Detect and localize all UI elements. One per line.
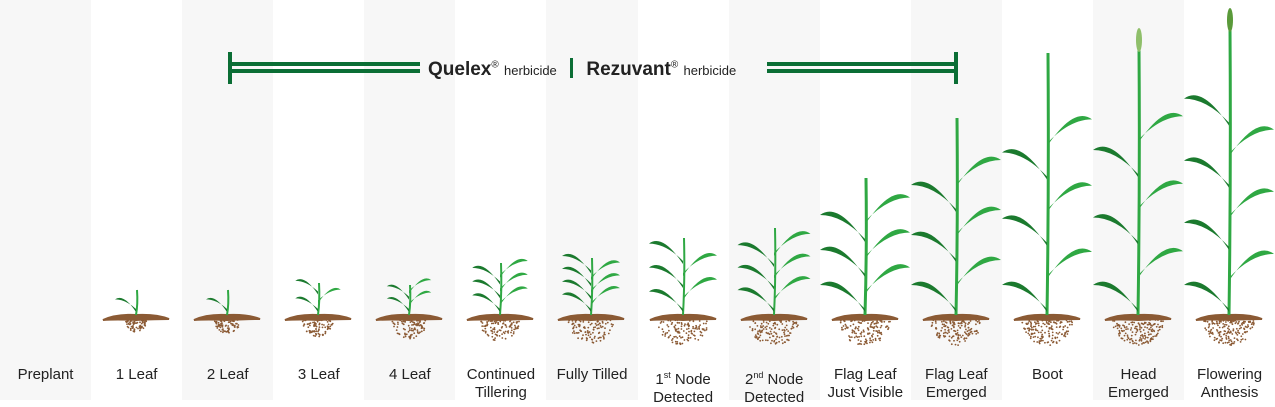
stage-column: Boot xyxy=(1002,0,1093,400)
stage-label-line1: 3 Leaf xyxy=(298,366,340,383)
stage-label-line1: Head xyxy=(1121,366,1157,383)
stage-label-line1: Continued xyxy=(467,366,535,383)
wheat-plant-illustration xyxy=(1184,0,1275,360)
herbicide-application-window: Quelex® herbicide Rezuvant® herbicide xyxy=(228,52,960,86)
stage-label-line1: Flag Leaf xyxy=(834,366,897,383)
stage-label-line2: Just Visible xyxy=(827,384,903,401)
stage-label-line1: Flowering xyxy=(1197,366,1262,383)
stage-label-line2: Emerged xyxy=(926,384,987,401)
stage-label: Boot xyxy=(1002,366,1093,384)
stage-label-line1: Flag Leaf xyxy=(925,366,988,383)
wheat-plant-illustration xyxy=(1002,0,1093,360)
stage-label-line1: 2 Leaf xyxy=(207,366,249,383)
stage-label: Preplant xyxy=(0,366,91,384)
stage-label: ContinuedTillering xyxy=(455,366,546,402)
window-end-cap xyxy=(954,52,958,84)
wheat-plant-illustration xyxy=(1093,0,1184,360)
stage-label-line2: Emerged xyxy=(1108,384,1169,401)
stage-label-line1: Preplant xyxy=(18,366,74,383)
stage-label: Fully Tilled xyxy=(546,366,637,384)
herbicide-names: Quelex® herbicide Rezuvant® herbicide xyxy=(428,58,736,81)
registered-mark: ® xyxy=(671,60,678,71)
stage-column: FloweringAnthesis xyxy=(1184,0,1275,400)
window-bar-right xyxy=(767,62,955,73)
stage-label: HeadEmerged xyxy=(1093,366,1184,402)
wheat-plant-illustration xyxy=(91,0,182,360)
registered-mark: ® xyxy=(491,60,498,71)
stage-column: HeadEmerged xyxy=(1093,0,1184,400)
product1-suffix: herbicide xyxy=(504,63,557,78)
stage-label: 4 Leaf xyxy=(364,366,455,384)
ordinal-suffix: st xyxy=(664,370,671,380)
stage-label-line1: 4 Leaf xyxy=(389,366,431,383)
stage-number: 1 xyxy=(655,371,663,388)
stage-column: Preplant xyxy=(0,0,91,400)
stage-label: 1 Leaf xyxy=(91,366,182,384)
stage-label-line2: Anthesis xyxy=(1201,384,1259,401)
ordinal-suffix: nd xyxy=(753,370,763,380)
stage-label: 2 Leaf xyxy=(182,366,273,384)
stage-label-line2: Detected xyxy=(653,389,713,406)
stage-label-line1: Boot xyxy=(1032,366,1063,383)
window-bar-left xyxy=(232,62,420,73)
stage-label-line2: Detected xyxy=(744,389,804,406)
product2-name: Rezuvant xyxy=(586,59,670,80)
stage-label: 3 Leaf xyxy=(273,366,364,384)
stage-label: 1st NodeDetected xyxy=(638,366,729,407)
product1-name: Quelex xyxy=(428,59,491,80)
stage-label-line1: Node xyxy=(763,371,803,388)
stage-label: Flag LeafEmerged xyxy=(911,366,1002,402)
stage-label-line1: 1 Leaf xyxy=(116,366,158,383)
stage-label: 2nd NodeDetected xyxy=(729,366,820,407)
stage-label-line2: Tillering xyxy=(475,384,527,401)
divider xyxy=(570,58,573,78)
stage-label-line1: Node xyxy=(671,371,711,388)
stage-label: Flag LeafJust Visible xyxy=(820,366,911,402)
product2-suffix: herbicide xyxy=(683,63,736,78)
stage-label: FloweringAnthesis xyxy=(1184,366,1275,402)
stage-label-line1: Fully Tilled xyxy=(557,366,628,383)
stage-column: 1 Leaf xyxy=(91,0,182,400)
